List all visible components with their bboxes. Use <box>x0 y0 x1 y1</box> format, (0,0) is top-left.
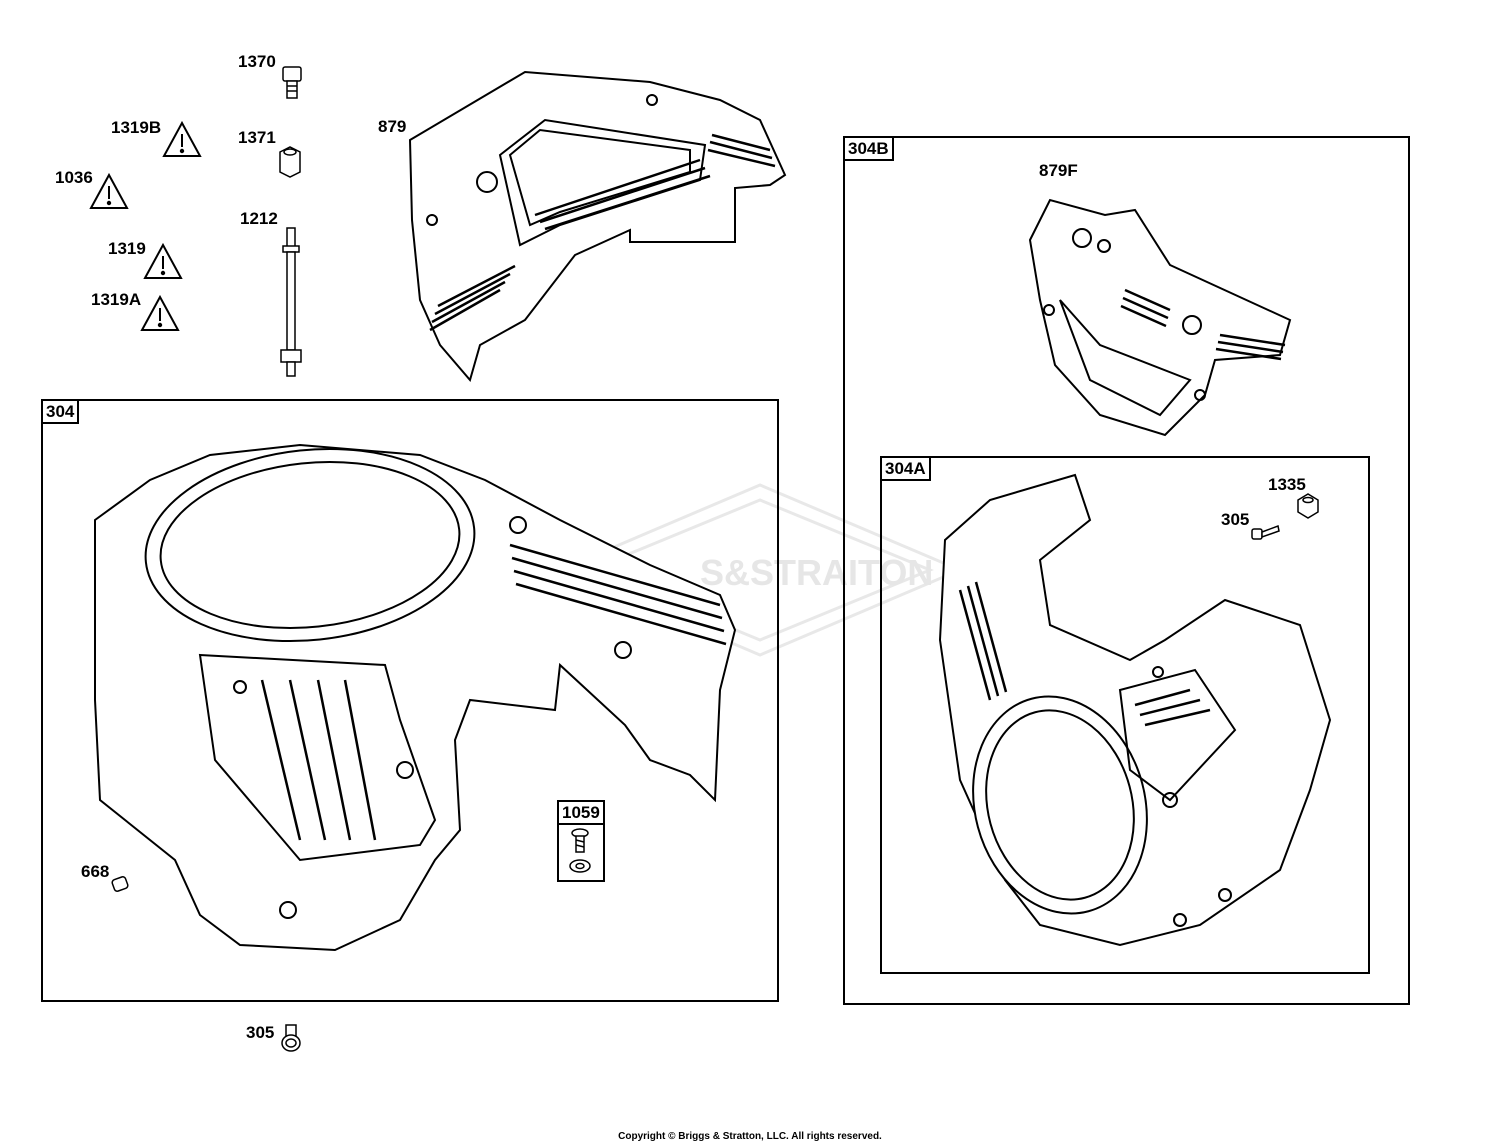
frame-label-1059[interactable]: 1059 <box>557 800 605 825</box>
bolt-305-304A[interactable] <box>1251 524 1280 540</box>
cover-879F[interactable] <box>1028 198 1292 437</box>
bolt-305-bottom[interactable] <box>281 1024 301 1052</box>
frame-304A <box>880 456 1370 974</box>
callout-305-bottom[interactable]: 305 <box>246 1023 275 1042</box>
frame-304 <box>41 399 779 1002</box>
warning-icon-1319[interactable] <box>143 242 183 279</box>
callout-1370[interactable]: 1370 <box>238 52 276 71</box>
warning-icon-1319A[interactable] <box>140 294 180 331</box>
warning-icon-1319B[interactable] <box>162 120 202 157</box>
callout-879F[interactable]: 879F <box>1039 161 1078 180</box>
pin-668[interactable] <box>111 876 129 892</box>
stud-1212[interactable] <box>280 227 302 377</box>
cover-879[interactable] <box>408 70 787 383</box>
copyright-notice: Copyright © Briggs & Stratton, LLC. All … <box>618 1131 882 1142</box>
callout-1335[interactable]: 1335 <box>1268 475 1306 494</box>
callout-1036[interactable]: 1036 <box>55 168 93 187</box>
callout-668[interactable]: 668 <box>81 862 110 881</box>
bolt-1370[interactable] <box>282 66 302 99</box>
frame-label-304[interactable]: 304 <box>41 399 80 424</box>
spacer-1371[interactable] <box>279 146 301 178</box>
frame-label-304A[interactable]: 304A <box>880 456 931 481</box>
frame-label-304B[interactable]: 304B <box>843 136 894 161</box>
watermark-text: S&STRAITON <box>700 552 934 593</box>
callout-305-304A[interactable]: 305 <box>1221 510 1250 529</box>
callout-1319[interactable]: 1319 <box>108 239 146 258</box>
blower-housing-304A[interactable] <box>938 473 1332 947</box>
blower-housing-304[interactable] <box>94 433 737 952</box>
spacer-1335[interactable] <box>1297 493 1319 519</box>
callout-1319B[interactable]: 1319B <box>111 118 162 137</box>
callout-1319A[interactable]: 1319A <box>91 290 142 309</box>
frame-304B <box>843 136 1410 1005</box>
callout-879[interactable]: 879 <box>378 117 407 136</box>
callout-1371[interactable]: 1371 <box>238 128 276 147</box>
warning-icon-1036[interactable] <box>89 172 129 209</box>
callout-1212[interactable]: 1212 <box>240 209 278 228</box>
kit-1059-screw[interactable] <box>569 828 591 873</box>
